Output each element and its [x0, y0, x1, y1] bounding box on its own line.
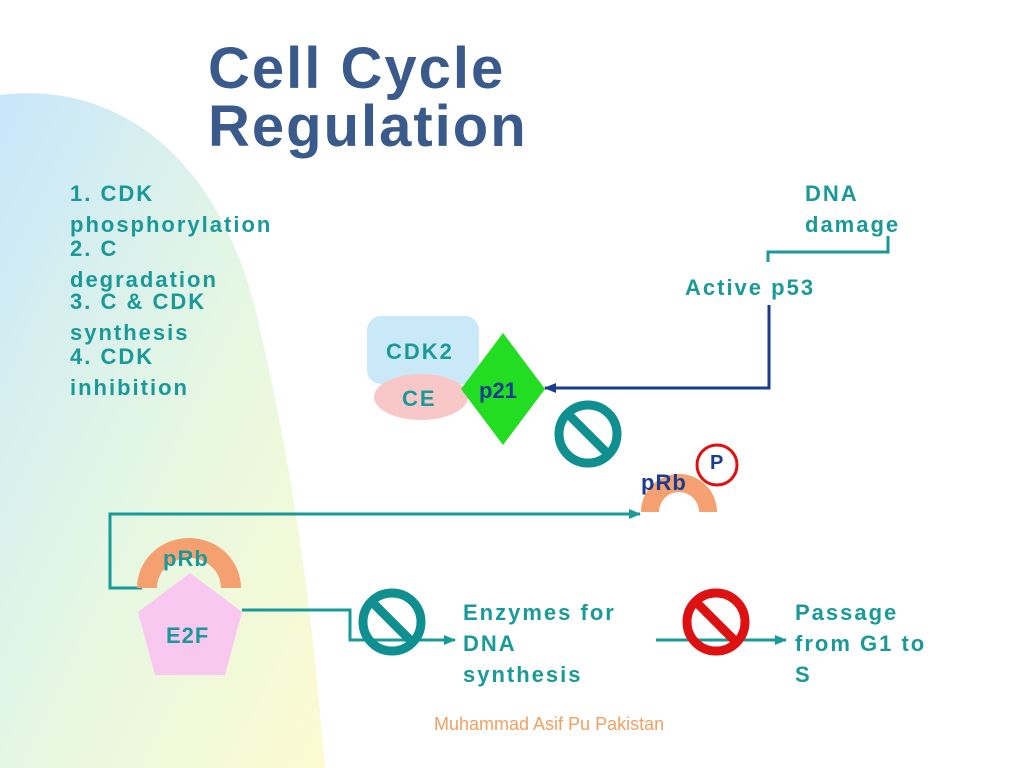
passage-label: Passage from G1 to S: [795, 597, 926, 690]
mechanism-line: 1. CDK: [70, 181, 155, 206]
footer-credit: Muhammad Asif Pu Pakistan: [434, 714, 665, 734]
cdk2-label: CDK2: [386, 339, 454, 364]
mechanism-line: phosphorylation: [70, 212, 273, 237]
phosphate-label: P: [710, 452, 725, 474]
dna-damage-line: DNA: [805, 181, 859, 206]
inhibition-icon: [682, 588, 750, 656]
mechanism-item-1: 1. CDK phosphorylation: [70, 178, 272, 240]
dna-damage-to-p53-line: [766, 236, 890, 262]
background-sweep: [0, 93, 325, 768]
mechanism-line: degradation: [70, 267, 218, 292]
ce-label: CE: [402, 386, 437, 411]
title-line-1: Cell Cycle: [208, 36, 506, 101]
passage-line: Passage: [795, 600, 899, 625]
page-title: Cell Cycle Regulation: [208, 40, 528, 156]
inhibition-icon: [554, 400, 622, 468]
passage-line: from G1 to: [795, 631, 927, 656]
title-line-2: Regulation: [208, 94, 528, 159]
prb-phosphorylation-arrow: [108, 509, 641, 590]
mechanism-line: 2. C: [70, 236, 119, 261]
prb-phosphorylated-arc: [641, 474, 717, 512]
phosphate-circle: [695, 443, 739, 487]
prb-bound-label: pRb: [163, 546, 209, 571]
enzymes-line: synthesis: [463, 662, 583, 687]
enzymes-line: DNA: [463, 631, 517, 656]
inhibition-icon: [358, 588, 426, 656]
e2f-to-enzymes-arrow: [242, 608, 456, 645]
mechanism-line: 4. CDK: [70, 344, 155, 369]
mechanism-line: 3. C & CDK: [70, 289, 207, 314]
ce-shape: [374, 374, 468, 420]
dna-damage-line: damage: [805, 212, 901, 237]
dna-damage-label: DNA damage: [805, 178, 900, 240]
e2f-label: E2F: [166, 623, 210, 648]
mechanism-item-2: 2. C degradation: [70, 233, 218, 295]
mechanism-item-3: 3. C & CDK synthesis: [70, 286, 206, 348]
passage-line: S: [795, 662, 812, 687]
prb-phosphorylated-label: pRb: [641, 470, 687, 495]
enzymes-label: Enzymes for DNA synthesis: [463, 597, 616, 690]
p21-label: p21: [479, 378, 517, 403]
prb-bound-arc: [137, 538, 241, 588]
p21-diamond: [461, 333, 545, 445]
mechanism-line: inhibition: [70, 375, 189, 400]
mechanism-item-4: 4. CDK inhibition: [70, 341, 189, 403]
cdk2-shape: [367, 316, 479, 384]
active-p53-label: Active p53: [685, 275, 816, 300]
p53-to-p21-arrow: [544, 305, 771, 393]
e2f-pentagon: [138, 573, 242, 675]
enzymes-line: Enzymes for: [463, 600, 616, 625]
mechanism-line: synthesis: [70, 320, 190, 345]
